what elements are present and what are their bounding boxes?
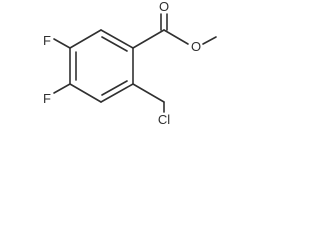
ring-bond-c5-c6-inner — [101, 80, 128, 96]
chloromethyl-group — [132, 83, 165, 113]
atom-label-fluorine-top: F — [43, 33, 51, 48]
atom-label-ester-oxygen: O — [191, 39, 201, 54]
atom-label-carbonyl-oxygen: O — [159, 0, 169, 14]
ring-bond-c4-c5 — [69, 83, 102, 103]
ring-bond-c5-c6 — [100, 83, 134, 103]
bond-ring-to-ch2 — [132, 83, 165, 103]
atom-label-chlorine: Cl — [158, 112, 170, 127]
atom-label-fluorine-bottom: F — [43, 91, 51, 106]
bond-carbonyl-to-ester-oxygen — [163, 29, 189, 45]
bond-ester-oxygen-to-methyl — [202, 36, 217, 45]
benzene-ring — [69, 29, 134, 103]
ring-bond-c2-c3 — [69, 29, 102, 49]
bond-ring-to-fluorine-top — [53, 38, 71, 49]
bond-ring-to-carbonyl — [132, 29, 165, 49]
ring-bond-c1-c2 — [100, 29, 134, 49]
methyl-ester-group — [132, 13, 217, 49]
ring-bond-c1-c2-inner — [101, 36, 128, 52]
bond-ring-to-fluorine-bottom — [53, 83, 71, 94]
chemical-structure-diagram: F F O O Cl — [43, 0, 217, 127]
